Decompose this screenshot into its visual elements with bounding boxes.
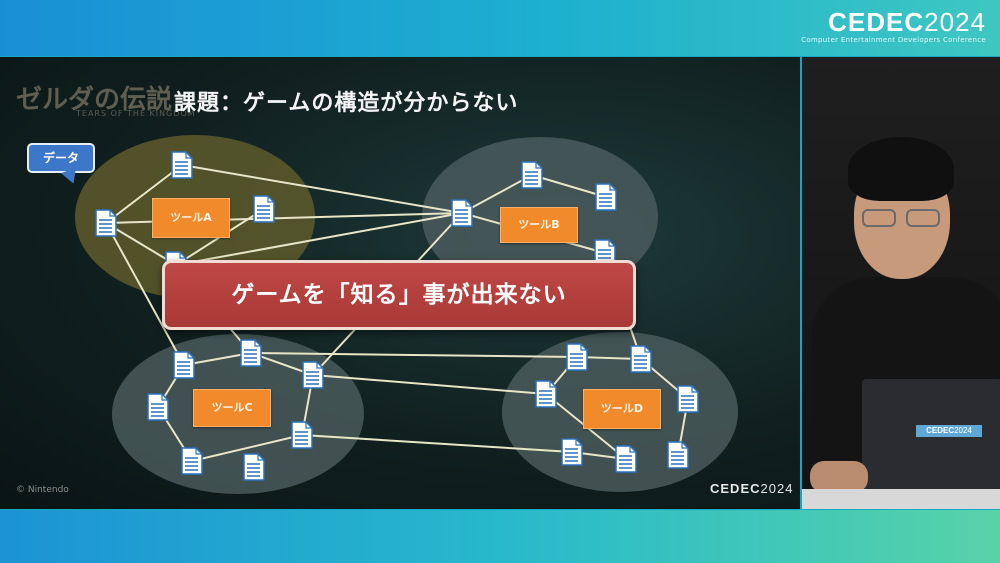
data-callout: データ xyxy=(27,143,95,173)
tool-a-box: ツールA xyxy=(152,198,230,238)
document-icon xyxy=(253,195,275,223)
laptop-sticker: CEDEC2024 xyxy=(916,425,982,437)
document-icon xyxy=(615,445,637,473)
speaker-hair xyxy=(848,137,954,201)
connection-line xyxy=(250,352,578,358)
document-icon xyxy=(535,380,557,408)
document-icon xyxy=(243,453,265,481)
sticker-year: 2024 xyxy=(954,426,972,435)
zelda-logo: ゼルダの伝説 xyxy=(16,85,173,115)
brand-tagline: Computer Entertainment Developers Confer… xyxy=(801,36,986,44)
document-icon xyxy=(147,393,169,421)
glasses-icon xyxy=(858,209,946,229)
bottom-band xyxy=(0,510,1000,563)
document-icon xyxy=(561,438,583,466)
document-icon xyxy=(240,339,262,367)
connection-line xyxy=(301,434,573,453)
structure-diagram xyxy=(75,135,738,494)
top-band xyxy=(0,0,1000,56)
tool-c-box: ツールC xyxy=(193,389,271,427)
speaker-video: CEDEC2024 xyxy=(802,57,1000,509)
document-icon xyxy=(630,345,652,373)
copyright-notice: © Nintendo xyxy=(16,485,69,495)
document-icon xyxy=(173,351,195,379)
document-icon xyxy=(181,447,203,475)
tool-b-box: ツールB xyxy=(500,207,578,243)
document-icon xyxy=(595,183,617,211)
cannot-know-game-banner: ゲームを「知る」事が出来ない xyxy=(162,260,636,330)
connection-line xyxy=(105,222,177,266)
document-icon xyxy=(451,199,473,227)
document-icon xyxy=(667,441,689,469)
speaker-hand xyxy=(810,461,868,493)
document-icon xyxy=(677,385,699,413)
slide-title: 課題：ゲームの構造が分からない xyxy=(174,91,519,116)
cedec-brand: CEDEC2024 Computer Entertainment Develop… xyxy=(801,8,986,44)
slide-brand-year: 2024 xyxy=(760,481,794,496)
slide-cedec-logo: CEDEC2024 xyxy=(710,481,793,496)
laptop: CEDEC2024 xyxy=(862,379,1000,489)
connection-line xyxy=(183,352,252,366)
brand-name: CEDEC xyxy=(828,7,925,37)
brand-year: 2024 xyxy=(924,7,986,37)
presentation-slide: ゼルダの伝説 TEARS OF THE KINGDOM 課題：ゲームの構造が分か… xyxy=(0,57,800,509)
connection-line xyxy=(105,164,183,224)
document-icon xyxy=(566,343,588,371)
document-icon xyxy=(171,151,193,179)
document-icon xyxy=(302,361,324,389)
zelda-logo-subtitle: TEARS OF THE KINGDOM xyxy=(76,109,196,118)
connection-line xyxy=(312,374,547,395)
connection-line xyxy=(461,174,533,214)
connection-line xyxy=(191,434,303,462)
desk xyxy=(802,489,1000,509)
document-icon xyxy=(291,421,313,449)
tool-d-box: ツールD xyxy=(583,389,661,429)
connection-line xyxy=(531,174,607,198)
sticker-name: CEDEC xyxy=(926,426,955,435)
connection-line xyxy=(181,164,463,214)
document-icon xyxy=(95,209,117,237)
connection-line xyxy=(175,212,463,266)
connection-line xyxy=(105,222,185,366)
slide-brand-name: CEDEC xyxy=(710,481,761,496)
document-icon xyxy=(521,161,543,189)
